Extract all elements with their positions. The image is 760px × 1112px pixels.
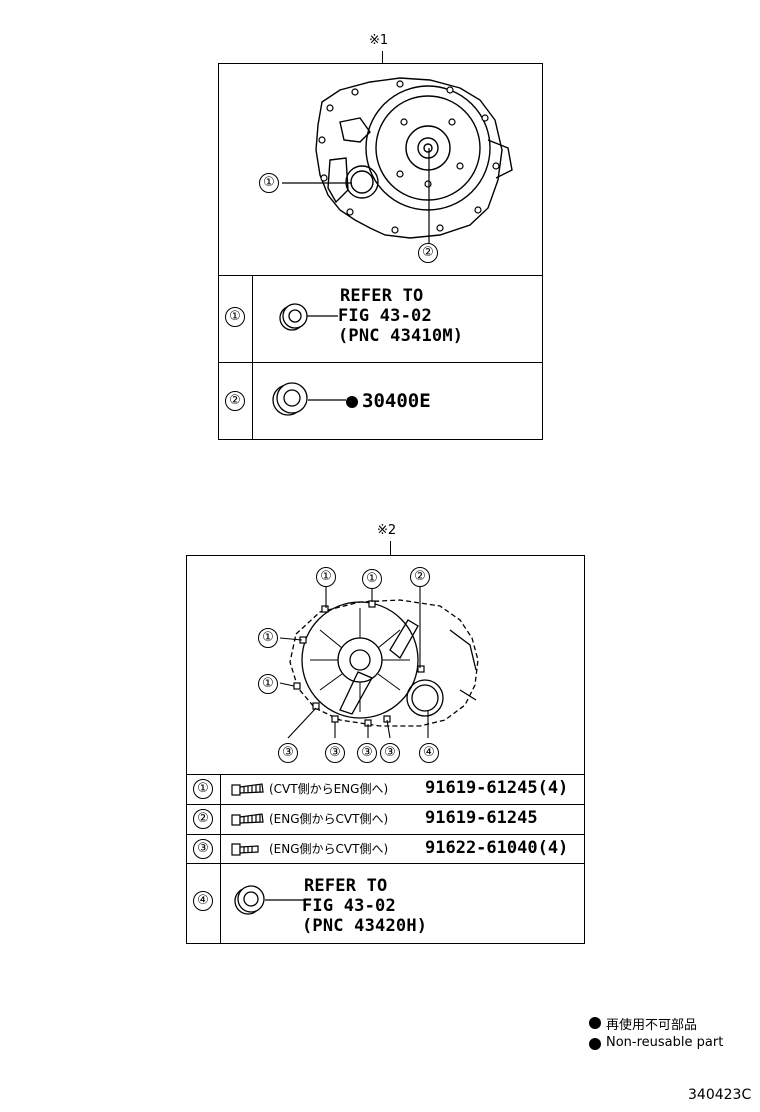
figure-code: 340423C bbox=[688, 1087, 752, 1103]
bolt-icon bbox=[231, 843, 259, 856]
diagram-1-row-divider bbox=[218, 362, 543, 363]
transaxle-bellhousing-illustration bbox=[289, 599, 479, 727]
reference-text-line-2: FIG 43-02 bbox=[302, 896, 396, 916]
callout-number-2: ② bbox=[418, 243, 438, 263]
callout-number-1b: ① bbox=[362, 569, 382, 589]
callout-number-1d: ① bbox=[258, 674, 278, 694]
diagram-2-frame bbox=[186, 555, 585, 944]
part-number-91619-61245-4: 91619-61245(4) bbox=[425, 778, 569, 798]
transaxle-housing-illustration bbox=[315, 77, 513, 239]
direction-note-2: (ENG側からCVT側へ) bbox=[269, 812, 389, 826]
part-number-91622-61040-4: 91622-61040(4) bbox=[425, 838, 569, 858]
reference-text-line-2: FIG 43-02 bbox=[338, 306, 432, 326]
diagram-2-row-divider-3 bbox=[186, 863, 585, 864]
callout-number-4: ④ bbox=[419, 743, 439, 763]
mark-leader-2 bbox=[390, 541, 391, 555]
callout-number-3c: ③ bbox=[357, 743, 377, 763]
direction-note-1: (CVT側からENG側へ) bbox=[269, 782, 389, 796]
diagram-1-column-divider bbox=[252, 275, 253, 440]
diagram-1-frame bbox=[218, 63, 543, 440]
bolt-icon bbox=[231, 813, 264, 826]
diagram-1-divider bbox=[218, 275, 543, 276]
callout-number-3d: ③ bbox=[380, 743, 400, 763]
oil-seal-icon bbox=[279, 303, 338, 331]
row-number-1: ① bbox=[225, 307, 245, 327]
bolt-icon bbox=[231, 783, 264, 796]
diagram-2-row-divider-2 bbox=[186, 834, 585, 835]
callout-number-1: ① bbox=[259, 173, 279, 193]
row-number-2: ② bbox=[225, 391, 245, 411]
diagram-2-row-divider-1 bbox=[186, 804, 585, 805]
row-number-3: ③ bbox=[193, 839, 213, 859]
part-number-91619-61245: 91619-61245 bbox=[425, 808, 538, 828]
reference-mark-2: ※2 bbox=[377, 523, 397, 538]
oil-seal-icon bbox=[234, 885, 304, 915]
callout-number-2: ② bbox=[410, 567, 430, 587]
row-number-2: ② bbox=[193, 809, 213, 829]
legend-label-en: Non-reusable part bbox=[606, 1035, 724, 1050]
legend-label-ja: 再使用不可部品 bbox=[606, 1018, 698, 1033]
non-reusable-dot bbox=[346, 396, 358, 408]
reference-text-line-3: (PNC 43420H) bbox=[302, 916, 428, 936]
legend-dot-ja bbox=[589, 1017, 601, 1029]
diagram-2-column-divider bbox=[220, 774, 221, 944]
reference-mark-1: ※1 bbox=[369, 33, 389, 48]
part-number-30400e: 30400E bbox=[362, 390, 431, 412]
reference-text-line-3: (PNC 43410M) bbox=[338, 326, 464, 346]
callout-1-leader bbox=[282, 182, 352, 184]
mark-leader-1 bbox=[382, 51, 383, 63]
callout-number-1a: ① bbox=[316, 567, 336, 587]
diagram-2-divider bbox=[186, 774, 585, 775]
legend-dot-en bbox=[589, 1038, 601, 1050]
callout-number-1c: ① bbox=[258, 628, 278, 648]
row-number-1: ① bbox=[193, 779, 213, 799]
callout-2-leader bbox=[428, 148, 430, 244]
reference-text-line-1: REFER TO bbox=[340, 286, 424, 306]
reference-text-line-1: REFER TO bbox=[304, 876, 388, 896]
callout-number-3a: ③ bbox=[278, 743, 298, 763]
callout-number-3b: ③ bbox=[325, 743, 345, 763]
direction-note-3: (ENG側からCVT側へ) bbox=[269, 842, 389, 856]
row-number-4: ④ bbox=[193, 891, 213, 911]
diagram-2-leaders bbox=[279, 586, 429, 739]
oil-seal-icon bbox=[272, 382, 346, 416]
